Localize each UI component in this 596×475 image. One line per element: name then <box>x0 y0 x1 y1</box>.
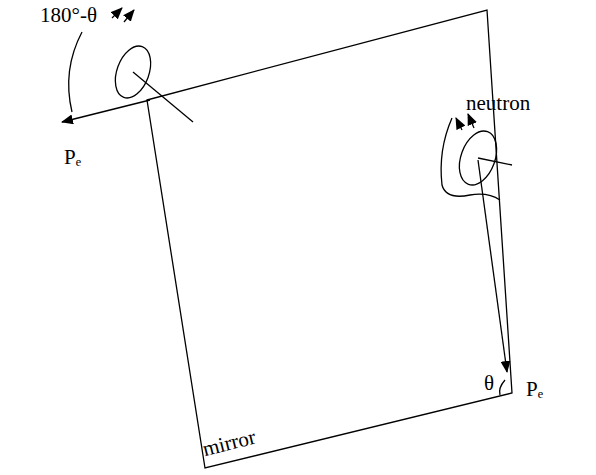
spin-arrow <box>456 118 462 130</box>
spin-arrow <box>124 10 134 22</box>
part-label: mirror <box>200 426 258 461</box>
spin-axis <box>133 72 193 122</box>
leader-curve <box>441 118 500 200</box>
angle-label: θ <box>484 372 494 395</box>
angle-mark <box>500 380 505 395</box>
spin-axis <box>478 158 512 165</box>
spin-arrow <box>468 114 474 128</box>
mirror-plate <box>147 10 512 468</box>
momentum-arrow <box>62 100 150 122</box>
momentum-arrow <box>478 160 507 372</box>
angle-arc <box>69 32 82 112</box>
particle-label: neutron <box>466 92 530 115</box>
angle-label: 180°-θ <box>40 4 97 27</box>
spin-arrow <box>112 8 122 18</box>
momentum-label: Pₑ <box>64 146 81 169</box>
momentum-label: Pₑ <box>526 378 543 401</box>
